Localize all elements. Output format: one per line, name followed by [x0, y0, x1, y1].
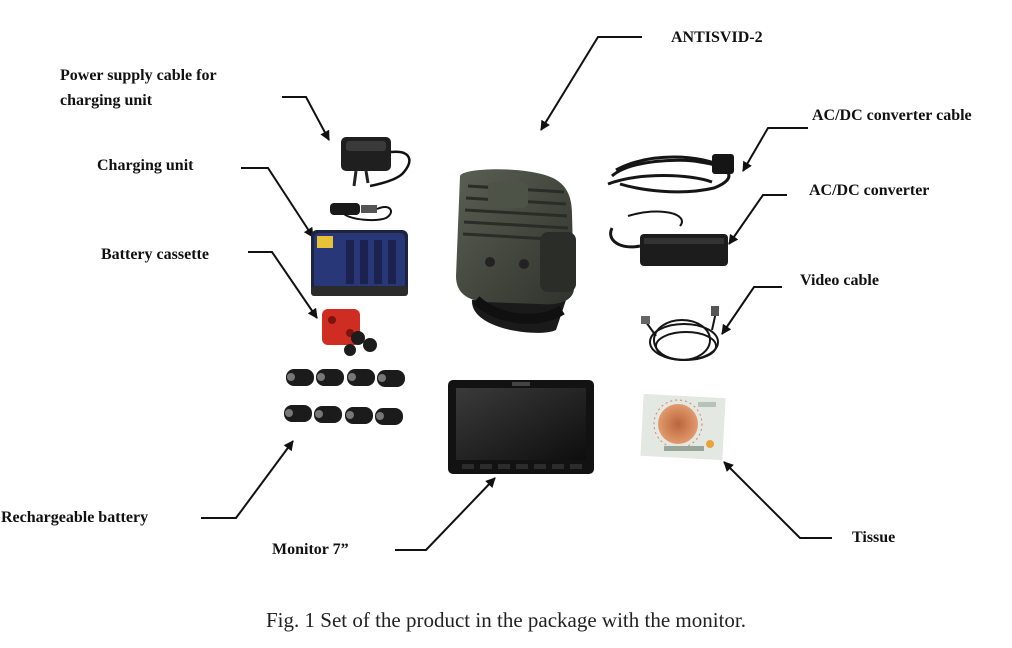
- arrow-rechargeable-battery: [201, 440, 294, 519]
- arrow-tissue: [723, 461, 832, 539]
- antisvid-device: [456, 169, 576, 333]
- car-adapter-cable: [330, 203, 392, 222]
- arrow-power-cable: [282, 96, 330, 141]
- arrow-charging-unit: [241, 167, 314, 238]
- rechargeable-batteries: [284, 369, 405, 425]
- tissue-packet: [640, 393, 726, 461]
- label-power-cable-line2: charging unit: [60, 92, 153, 109]
- label-ac-dc-converter: AC/DC converter: [809, 182, 930, 199]
- ac-dc-converter: [609, 210, 728, 266]
- power-supply-cable: [341, 137, 411, 188]
- figure-caption: Fig. 1 Set of the product in the package…: [266, 608, 746, 632]
- label-power-cable-line1: Power supply cable for: [60, 67, 217, 84]
- label-antisvid: ANTISVID-2: [671, 29, 763, 46]
- video-cable: [641, 306, 719, 361]
- leader-lines: [201, 36, 832, 551]
- label-ac-dc-cable: AC/DC converter cable: [812, 107, 972, 124]
- ac-dc-converter-cable: [607, 154, 734, 194]
- battery-cassette: [322, 309, 377, 356]
- arrow-ac-dc-converter: [728, 194, 787, 245]
- label-tissue: Tissue: [852, 529, 896, 546]
- monitor-7in: [448, 380, 594, 474]
- charging-unit: [311, 230, 408, 296]
- label-battery-cassette: Battery cassette: [101, 246, 209, 263]
- arrow-ac-dc-cable: [742, 127, 808, 172]
- arrow-antisvid: [540, 36, 642, 131]
- label-charging-unit: Charging unit: [97, 157, 194, 174]
- arrow-video-cable: [721, 286, 782, 335]
- label-rechargeable-battery: Rechargeable battery: [1, 509, 149, 526]
- label-monitor: Monitor 7”: [272, 541, 349, 558]
- arrow-battery-cassette: [248, 251, 318, 319]
- arrow-monitor: [395, 477, 496, 551]
- label-video-cable: Video cable: [800, 272, 879, 289]
